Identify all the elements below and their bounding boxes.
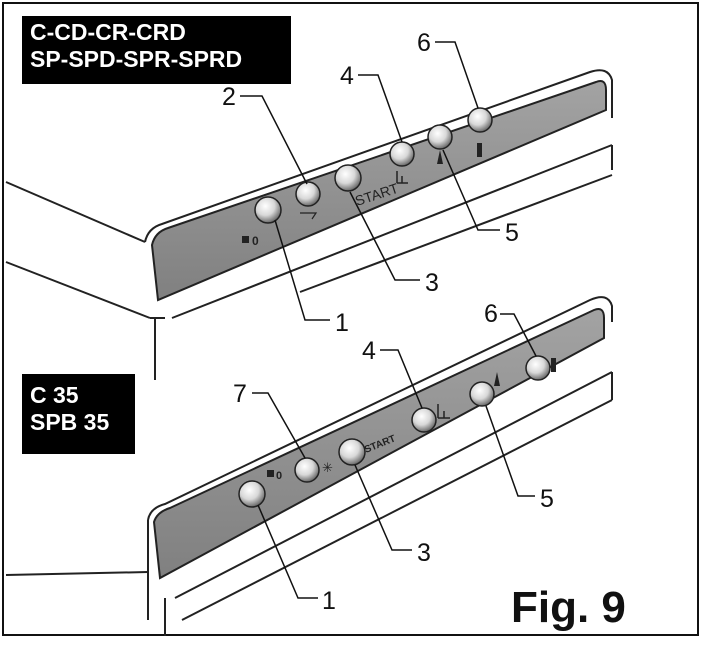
top-control-panel	[150, 80, 607, 302]
knob-b-5	[469, 381, 495, 407]
top-machine-body-edge-lower	[5, 261, 151, 319]
top-door-inner	[299, 174, 613, 293]
callout-top-1: 1	[335, 309, 349, 337]
top-panel-top-edge	[144, 69, 613, 243]
bottom-fan-icon: ✳	[322, 460, 333, 475]
bottom-zero-mark: 0	[276, 470, 282, 482]
callout-top-2: 2	[222, 83, 236, 111]
bottom-door-top	[174, 371, 613, 599]
leader-top-4	[358, 74, 403, 143]
callout-top-3: 3	[425, 269, 439, 297]
bottom-thermometer-icon	[551, 358, 556, 372]
top-zero-mark: 0	[252, 234, 259, 248]
callout-top-6: 6	[417, 29, 431, 57]
leader-bottom-1	[257, 504, 318, 599]
top-machine	[5, 69, 613, 380]
leader-bottom-3	[354, 464, 412, 551]
knob-1	[254, 196, 282, 224]
top-door-top	[171, 144, 613, 319]
leader-top-2	[240, 95, 308, 185]
bottom-machine	[5, 296, 613, 636]
bottom-rack-icon	[437, 404, 450, 419]
top-callout-leaders	[240, 41, 500, 321]
top-off-icon	[242, 236, 249, 243]
knob-b-4	[411, 407, 437, 433]
knob-2	[295, 181, 321, 207]
callout-top-4: 4	[340, 62, 354, 90]
leader-bottom-6	[500, 313, 537, 357]
bottom-control-panel	[152, 308, 605, 580]
knob-b-3	[338, 438, 366, 466]
model-label-bottom-line-2: SPB 35	[30, 409, 110, 436]
callout-bottom-7: 7	[233, 380, 247, 408]
callout-bottom-1: 1	[322, 587, 336, 615]
callout-top-5: 5	[505, 219, 519, 247]
leader-bottom-5	[485, 405, 535, 497]
model-label-top: C-CD-CR-CRD SP-SPD-SPR-SPRD	[22, 16, 291, 84]
top-thermometer-icon	[477, 143, 482, 157]
model-label-top-line-2: SP-SPD-SPR-SPRD	[30, 46, 243, 73]
bottom-wash-temp-icon	[494, 372, 500, 386]
top-cycle-icon	[300, 212, 318, 220]
top-rack-icon	[396, 171, 408, 184]
knob-5	[427, 124, 453, 150]
bottom-machine-base-left	[5, 571, 149, 576]
callout-bottom-6: 6	[484, 300, 498, 328]
top-wash-temp-icon	[437, 150, 443, 164]
callout-bottom-4: 4	[362, 337, 376, 365]
bottom-knobs	[238, 355, 551, 508]
leader-top-1	[274, 219, 330, 321]
leader-top-5	[442, 149, 500, 231]
callout-bottom-5: 5	[540, 485, 554, 513]
knob-3	[334, 164, 362, 192]
model-label-bottom: C 35 SPB 35	[22, 374, 135, 454]
leader-top-6	[435, 41, 479, 109]
bottom-door-inner	[181, 399, 613, 621]
bottom-callout-leaders	[252, 313, 537, 599]
leader-bottom-4	[380, 349, 423, 409]
knob-6	[467, 107, 493, 133]
figure-frame	[2, 2, 699, 636]
knob-b-7	[294, 457, 320, 483]
leader-top-3	[349, 191, 420, 281]
model-label-top-line-1: C-CD-CR-CRD	[30, 19, 186, 45]
callout-bottom-3: 3	[417, 539, 431, 567]
top-machine-body-edge	[5, 181, 146, 243]
leader-bottom-7	[252, 392, 306, 459]
model-label-bottom-line-1: C 35	[30, 382, 79, 408]
knob-4	[389, 141, 415, 167]
bottom-off-icon	[267, 470, 274, 477]
top-knobs	[254, 107, 493, 224]
knob-b-1	[238, 480, 266, 508]
bottom-panel-top-edge	[147, 296, 613, 521]
knob-b-6	[525, 355, 551, 381]
figure-caption: Fig. 9	[511, 583, 626, 632]
